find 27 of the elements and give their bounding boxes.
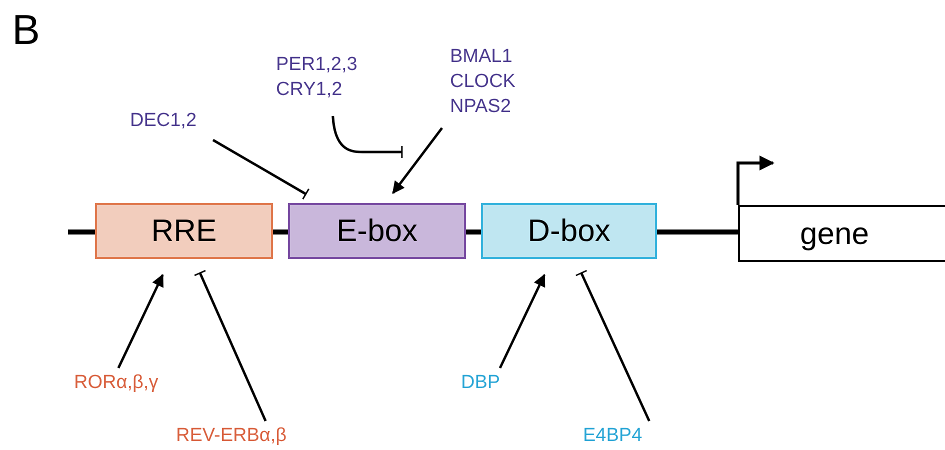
protein-label: PER1,2,3 CRY1,2 — [276, 52, 392, 106]
protein-label: E4BP4 — [583, 423, 679, 450]
element-label: RRE — [151, 213, 217, 249]
inhibition-line — [212, 138, 310, 200]
protein-label: DEC1,2 — [130, 108, 230, 136]
dna-line — [466, 230, 481, 234]
panel-letter: B — [12, 6, 40, 54]
element-label: E-box — [336, 213, 418, 249]
arrow — [117, 274, 164, 369]
inhibition-line — [194, 270, 267, 422]
dna-line — [273, 230, 288, 234]
rre-box — [95, 203, 273, 259]
element-label: D-box — [528, 213, 610, 249]
protein-label: BMAL1 CLOCK NPAS2 — [450, 44, 550, 124]
arrow — [498, 274, 546, 369]
protein-label: RORα,β,γ — [74, 370, 194, 398]
e-box — [288, 203, 466, 259]
d-box — [481, 203, 657, 259]
inhibition-line — [332, 116, 403, 159]
dna-line — [657, 230, 738, 234]
element-label: gene — [800, 216, 869, 252]
protein-label: REV-ERBα,β — [176, 423, 336, 450]
arrow — [392, 127, 443, 194]
protein-label: DBP — [461, 370, 521, 398]
dna-line — [68, 230, 95, 234]
inhibition-line — [575, 270, 650, 422]
gene-box — [738, 205, 945, 262]
